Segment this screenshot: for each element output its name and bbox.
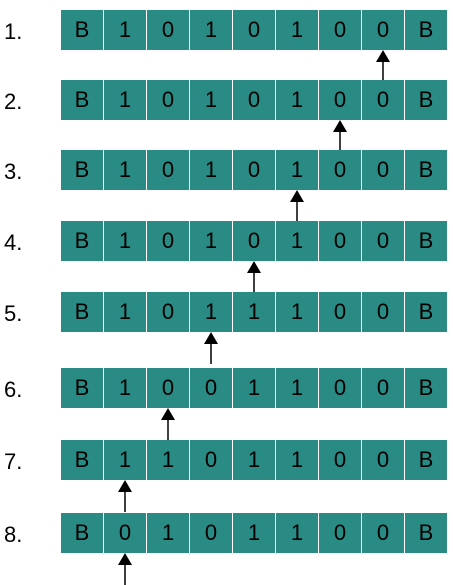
tape-cell: B xyxy=(61,368,104,408)
tape-cell: B xyxy=(61,10,104,50)
tape-cell: B xyxy=(61,80,104,120)
tape-cell: B xyxy=(405,292,447,332)
tape-cell: 0 xyxy=(362,221,405,261)
tape-cell: B xyxy=(405,513,447,553)
tape-cell: 1 xyxy=(104,150,147,190)
arrow-up-icon xyxy=(118,553,133,585)
tape-cell: 1 xyxy=(276,513,319,553)
tape-cell: 0 xyxy=(190,440,233,480)
step-label: 2. xyxy=(4,89,23,114)
tape-cell: 0 xyxy=(233,80,276,120)
arrow-up-icon xyxy=(375,50,390,82)
tape-cell: 1 xyxy=(276,150,319,190)
tape-cell: 1 xyxy=(276,80,319,120)
tape-cell: 0 xyxy=(147,10,190,50)
tape-cell: 0 xyxy=(147,150,190,190)
tape-cell: 0 xyxy=(319,150,362,190)
step-label: 1. xyxy=(4,19,23,44)
tape-cell: 0 xyxy=(362,513,405,553)
tape-cell: 1 xyxy=(104,10,147,50)
arrow-up-icon xyxy=(118,480,133,512)
tape-cell: 1 xyxy=(190,150,233,190)
tape-cell: B xyxy=(61,150,104,190)
tape-cell: 0 xyxy=(233,10,276,50)
tape-cell: B xyxy=(61,292,104,332)
tape-cell: 1 xyxy=(276,368,319,408)
tape-cell: 1 xyxy=(104,80,147,120)
tape-cell: 0 xyxy=(233,221,276,261)
tape-cell: B xyxy=(405,440,447,480)
tape-cell: 0 xyxy=(319,292,362,332)
tape-cell: 1 xyxy=(190,80,233,120)
tape-cell: 1 xyxy=(104,221,147,261)
tape-cell: 1 xyxy=(276,221,319,261)
tape-cell: 0 xyxy=(362,368,405,408)
step-label: 6. xyxy=(4,377,23,402)
tape-cell: 1 xyxy=(276,292,319,332)
tape-cell: 1 xyxy=(233,440,276,480)
step-label: 8. xyxy=(4,522,23,547)
tape-cell: 1 xyxy=(276,440,319,480)
tape-cell: 0 xyxy=(104,513,147,553)
tape-cell: 0 xyxy=(319,80,362,120)
tape-cell: 0 xyxy=(362,80,405,120)
tape-cell: B xyxy=(61,440,104,480)
tape-cell: 1 xyxy=(147,440,190,480)
tape-cell: 1 xyxy=(276,10,319,50)
tape-cell: 0 xyxy=(319,221,362,261)
arrow-up-icon xyxy=(247,261,261,293)
tape-cell: 1 xyxy=(233,368,276,408)
arrow-up-icon xyxy=(161,408,176,440)
tape-cell: B xyxy=(61,513,104,553)
step-label: 3. xyxy=(4,159,23,184)
tape-cell: 0 xyxy=(319,513,362,553)
tape-cell: 1 xyxy=(233,513,276,553)
tape-cell: 1 xyxy=(104,292,147,332)
arrow-up-icon xyxy=(204,332,219,364)
tape-cell: B xyxy=(405,368,447,408)
tape-cell: 0 xyxy=(190,368,233,408)
tape-cell: 0 xyxy=(190,513,233,553)
tape-cell: 1 xyxy=(233,292,276,332)
tape-cell: 0 xyxy=(233,150,276,190)
tape-cell: 0 xyxy=(319,10,362,50)
tape-cell: 0 xyxy=(147,221,190,261)
tape-cell: 0 xyxy=(319,440,362,480)
tape-cell: 1 xyxy=(190,10,233,50)
step-label: 7. xyxy=(4,449,23,474)
tape-cell: 0 xyxy=(362,440,405,480)
tape-cell: B xyxy=(405,150,447,190)
tape-cell: 1 xyxy=(190,221,233,261)
tape-cell: B xyxy=(405,221,447,261)
tape-cell: 1 xyxy=(104,440,147,480)
tape-cell: B xyxy=(405,10,447,50)
step-label: 4. xyxy=(4,230,23,255)
step-label: 5. xyxy=(4,301,23,326)
tape-cell: 1 xyxy=(190,292,233,332)
tape-cell: 0 xyxy=(362,150,405,190)
tape-cell: 0 xyxy=(147,368,190,408)
arrow-up-icon xyxy=(289,190,304,222)
tape-cell: 1 xyxy=(147,513,190,553)
tape-cell: B xyxy=(61,221,104,261)
tape-cell: 0 xyxy=(147,292,190,332)
tape-cell: 0 xyxy=(147,80,190,120)
tape-cell: 1 xyxy=(104,368,147,408)
tape-cell: 0 xyxy=(362,10,405,50)
arrow-up-icon xyxy=(332,120,347,152)
tape-cell: B xyxy=(405,80,447,120)
tape-cell: 0 xyxy=(362,292,405,332)
tape-cell: 0 xyxy=(319,368,362,408)
